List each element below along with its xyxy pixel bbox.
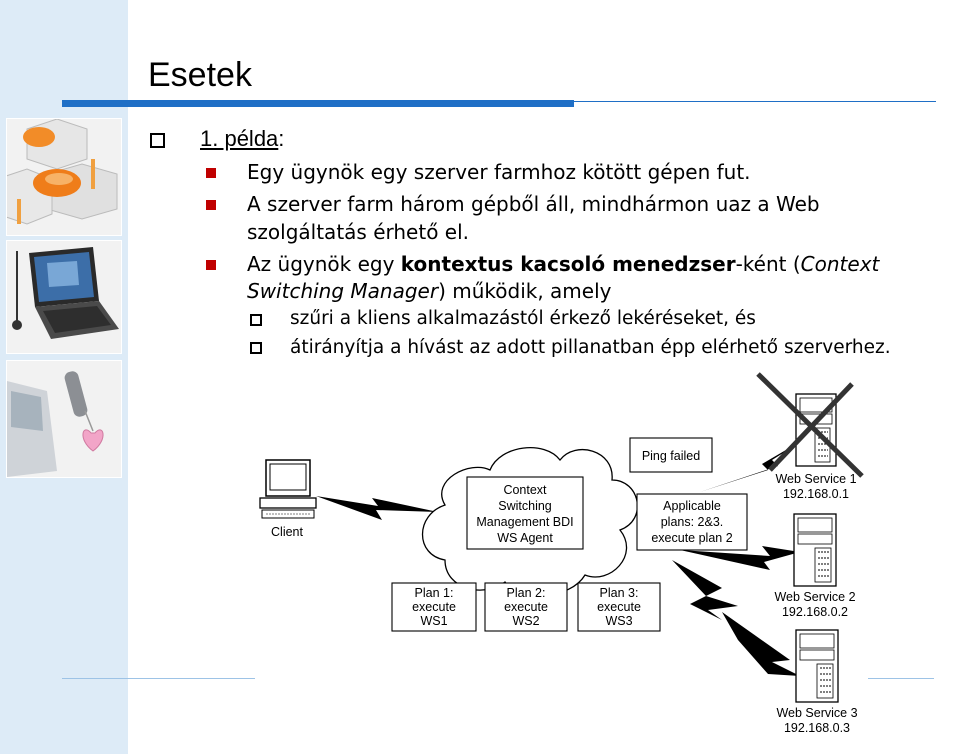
plan-line: Plan 2: (507, 586, 546, 600)
lightning-client-cloud (316, 496, 438, 520)
plan-line: execute (597, 600, 641, 614)
cloud-line: Management BDI (476, 515, 573, 529)
cloud-line: Switching (498, 499, 552, 513)
plan-line: execute (504, 600, 548, 614)
web-service-2-server-icon (794, 514, 836, 586)
lightning-cloud-ws3 (672, 560, 738, 620)
web-service-3-server-icon (796, 630, 838, 702)
plan-line: WS1 (420, 614, 447, 628)
plan-line: WS2 (512, 614, 539, 628)
cloud-line: WS Agent (497, 531, 553, 545)
web-service-1-name: Web Service 1 (775, 472, 856, 486)
lightning-bolt-ws3-tail (722, 612, 800, 676)
web-service-2-name: Web Service 2 (774, 590, 855, 604)
client-label: Client (271, 525, 303, 539)
cloud-line: Context (503, 483, 547, 497)
client-computer-icon (260, 460, 316, 518)
web-service-2-ip: 192.168.0.2 (782, 605, 848, 619)
plan-line: WS3 (605, 614, 632, 628)
applicable-line: Applicable (663, 499, 721, 513)
web-service-3-name: Web Service 3 (776, 706, 857, 720)
plan-line: Plan 3: (600, 586, 639, 600)
web-service-1-ip: 192.168.0.1 (783, 487, 849, 501)
plan-line: execute (412, 600, 456, 614)
plan-line: Plan 1: (415, 586, 454, 600)
applicable-line: execute plan 2 (651, 531, 732, 545)
web-service-3-ip: 192.168.0.3 (784, 721, 850, 735)
applicable-line: plans: 2&3. (661, 515, 724, 529)
ping-failed-label: Ping failed (642, 449, 700, 463)
